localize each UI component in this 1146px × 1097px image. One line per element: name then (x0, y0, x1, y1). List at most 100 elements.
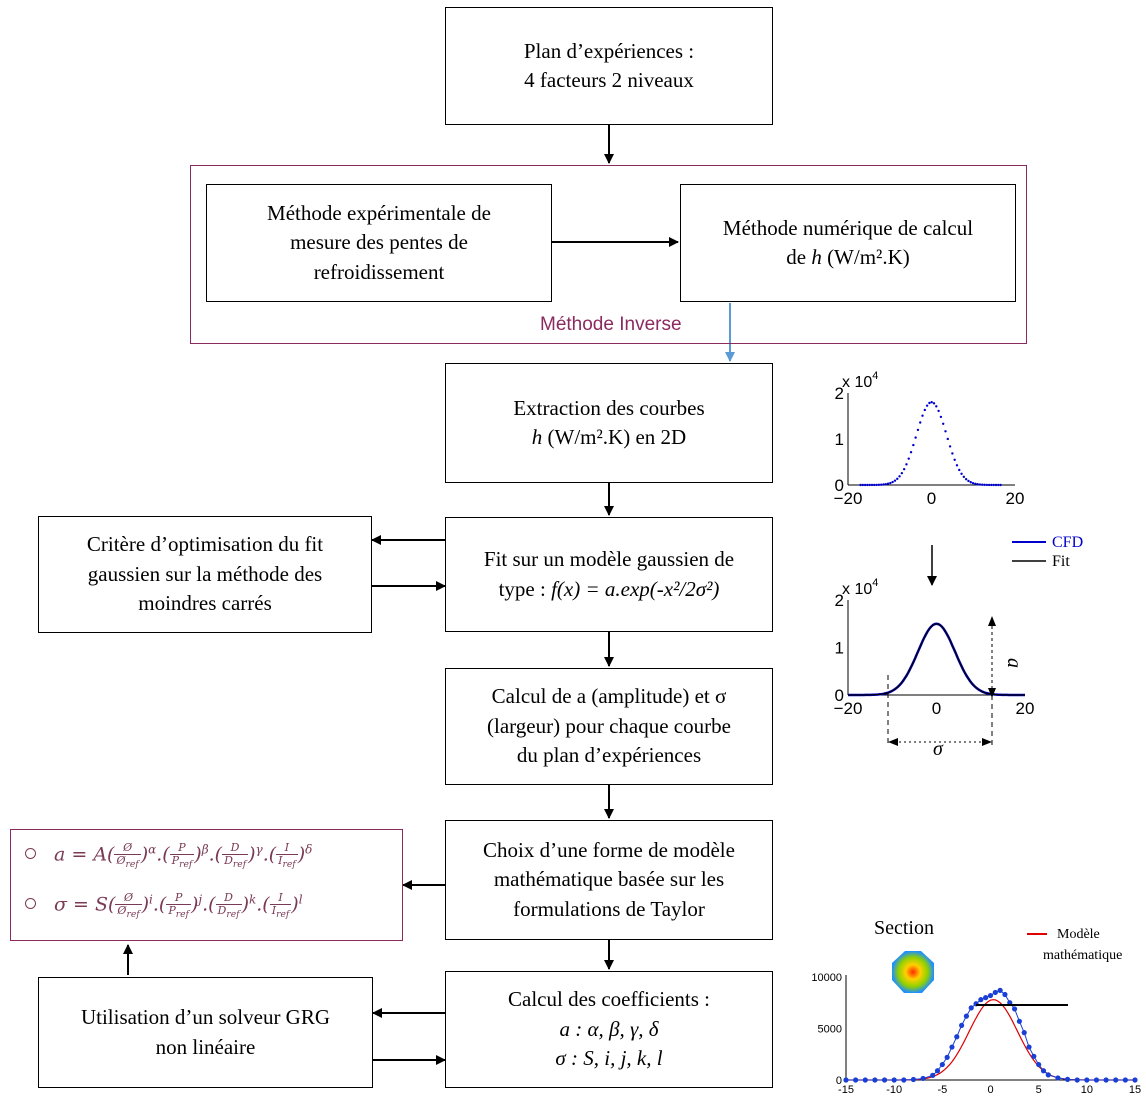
data-point (1040, 1068, 1047, 1074)
data-point (879, 483, 883, 486)
data-point (921, 414, 924, 417)
frac-num: D (222, 842, 249, 855)
data-point (853, 1077, 859, 1083)
data-point (889, 481, 892, 485)
data-point (999, 483, 1002, 487)
legend-label-model-1: Modèle (1057, 927, 1100, 942)
bullet-icon (25, 848, 36, 860)
exp-k: k (248, 892, 257, 907)
numerical-h: h (811, 245, 822, 269)
frac-den-sym: D (217, 903, 227, 917)
data-point (1021, 1030, 1027, 1036)
data-point (1002, 991, 1008, 998)
solver-line-1: Utilisation d’un solveur GRG (80, 1005, 331, 1030)
x-tick-label: 0 (927, 489, 936, 508)
data-point (992, 483, 995, 487)
data-point (987, 483, 991, 487)
data-point (891, 480, 894, 484)
data-point (881, 1077, 888, 1083)
frac-ref: ref (282, 858, 296, 870)
extraction-line-1: Extraction des courbes (513, 395, 705, 420)
scale-label-exp: 4 (872, 370, 878, 382)
frac-ref: ref (126, 908, 140, 920)
criterion-box: Critère d’optimisation du fit gaussien s… (38, 516, 372, 633)
amplitude-label: a (1003, 658, 1025, 668)
y-tick-label: 1 (835, 638, 844, 657)
data-point (925, 404, 929, 407)
x-tick-label: -15 (838, 1084, 854, 1096)
data-point (916, 428, 920, 432)
criterion-line-3: moindres carrés (138, 591, 272, 616)
fit-line-1: Fit sur un modèle gaussien de (483, 547, 735, 572)
coefficients-box: Calcul des coefficients : a : α, β, γ, δ… (445, 971, 773, 1088)
data-point (1055, 1075, 1061, 1081)
data-point (932, 402, 936, 405)
data-point (1036, 1061, 1042, 1068)
solver-box: Utilisation d’un solveur GRG non linéair… (38, 977, 373, 1088)
data-point (964, 477, 968, 481)
y-tick-label: 2 (835, 384, 844, 403)
y-tick-label: 5000 (818, 1023, 842, 1035)
frac-num: I (276, 842, 298, 855)
data-point (1045, 1072, 1051, 1078)
data-point (954, 1034, 960, 1040)
calc-line-3: du plan d’expériences (516, 743, 702, 768)
choice-line-1: Choix d’une forme de modèle (483, 837, 735, 862)
numerical-line-1: Méthode numérique de calcul (722, 215, 974, 240)
data-point (941, 422, 945, 426)
data-point (862, 1077, 868, 1083)
coef-title: Calcul des coefficients : (508, 987, 710, 1012)
section-icon (892, 951, 934, 993)
data-point (994, 483, 998, 487)
frac-ref: ref (179, 858, 193, 870)
numerical-de: de (786, 245, 812, 269)
data-point (891, 1077, 897, 1083)
data-point (882, 483, 885, 486)
section-label: Section (874, 917, 934, 939)
data-point (909, 451, 913, 454)
frac-den: Iref (270, 904, 292, 920)
scale-label: x 104 (842, 370, 878, 391)
numerical-method-box: Méthode numérique de calcul de h (W/m².K… (680, 184, 1016, 302)
x-tick-label: 10 (1081, 1084, 1093, 1096)
calc-line-2: (largeur) pour chaque courbe (487, 713, 731, 738)
plan-line-2: 4 facteurs 2 niveaux (524, 68, 694, 92)
data-point (843, 1077, 849, 1083)
exp-beta: β (201, 842, 209, 857)
data-point (898, 475, 901, 478)
legend-label-model-2: mathématique (1043, 948, 1122, 963)
exp-l: l (298, 892, 303, 907)
y-ticks: 012 (835, 591, 844, 705)
data-point (1074, 1077, 1080, 1083)
exp-j: j (198, 892, 203, 907)
data-point (910, 1076, 917, 1083)
choice-line-3: formulations de Taylor (513, 896, 705, 921)
legend-label-cfd: CFD (1052, 534, 1083, 551)
data-points (859, 401, 1002, 487)
frac-den: Dref (216, 903, 242, 920)
frac-num: Ø (115, 892, 142, 905)
data-point (948, 445, 952, 448)
calc-a-sigma-box: Calcul de a (amplitude) et σ (largeur) p… (445, 668, 773, 785)
data-point (900, 471, 904, 475)
data-point (983, 995, 989, 1001)
extraction-line-2: h (W/m².K) en 2D (513, 423, 704, 452)
data-point (907, 457, 910, 460)
frac-ref: ref (232, 858, 247, 870)
x-tick-label: 15 (1129, 1084, 1141, 1096)
data-point (872, 1077, 878, 1083)
frac-den: Øref (115, 904, 141, 920)
data-point (939, 1061, 945, 1068)
plan-line-1: Plan d’expériences : (523, 38, 695, 63)
data-point (949, 1044, 955, 1050)
data-point (978, 483, 982, 486)
experimental-line-1: Méthode expérimentale de (267, 200, 491, 225)
x-tick-label: -10 (886, 1084, 902, 1096)
